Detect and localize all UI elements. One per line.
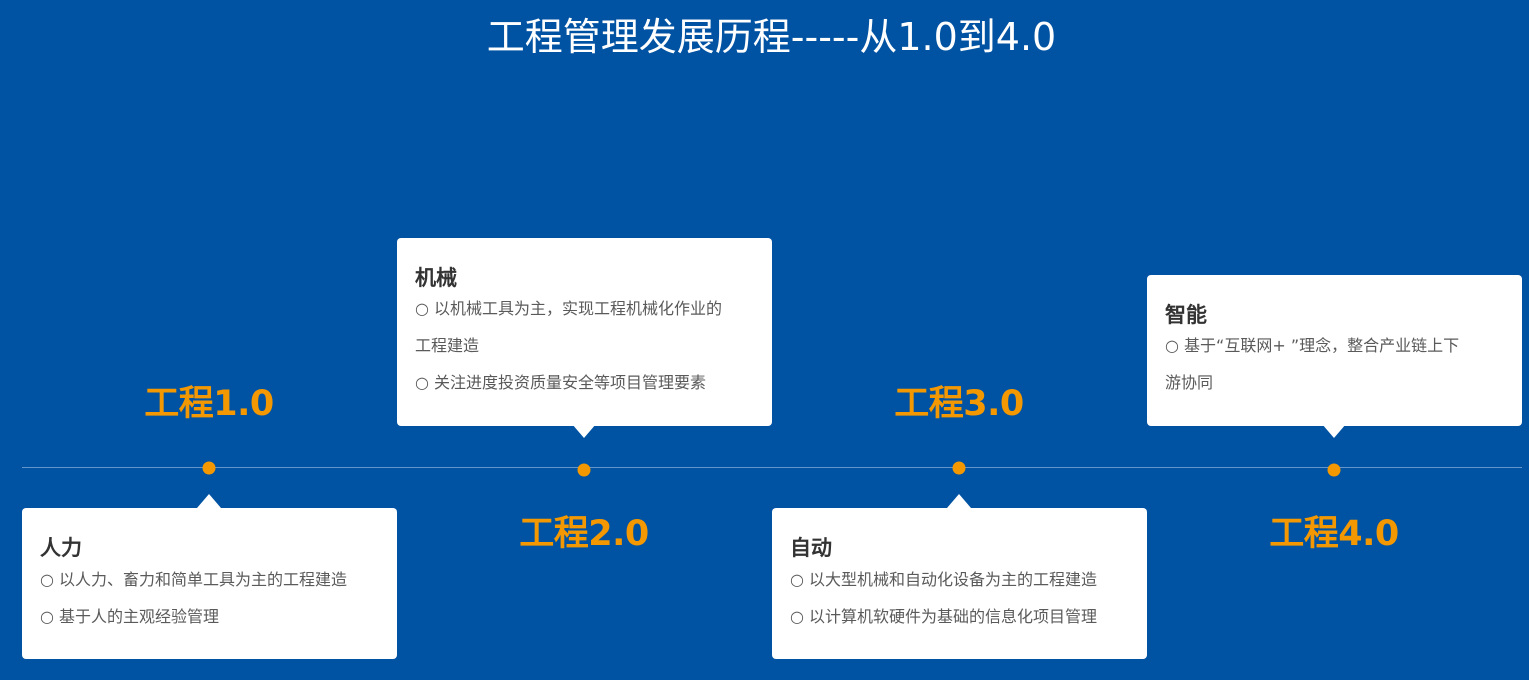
stage-card-4: 智能 ○ 基于“互联网+ ”理念，整合产业链上下 游协同 (1147, 275, 1522, 426)
card-text-3: ○ 以大型机械和自动化设备为主的工程建造 ○ 以计算机软硬件为基础的信息化项目管… (790, 561, 1133, 635)
stage-label-1: 工程1.0 (144, 384, 274, 424)
card-title-2: 机械 (415, 266, 457, 290)
pointer-card-2 (572, 424, 596, 438)
card-item-2-2: 工程建造 (415, 336, 480, 355)
card-item-3-1: ○ 以大型机械和自动化设备为主的工程建造 (790, 570, 1098, 589)
page-title: 工程管理发展历程-----从1.0到4.0 (486, 15, 1057, 59)
timeline-line (22, 467, 1522, 468)
timeline-dot-2 (577, 463, 591, 477)
stage-label-3: 工程3.0 (894, 384, 1024, 424)
card-item-2-3: ○ 关注进度投资质量安全等项目管理要素 (415, 373, 707, 392)
pointer-card-4 (1322, 424, 1346, 438)
card-title-1: 人力 (40, 536, 82, 560)
timeline-dot-3 (952, 461, 966, 475)
stage-card-2: 机械 ○ 以机械工具为主，实现工程机械化作业的 工程建造 ○ 关注进度投资质量安… (397, 238, 772, 426)
timeline-dot-4 (1327, 463, 1341, 477)
card-item-4-2: 游协同 (1165, 373, 1214, 392)
stage-label-2: 工程2.0 (519, 514, 649, 554)
timeline-dot-1 (202, 461, 216, 475)
card-item-4-1: ○ 基于“互联网+ ”理念，整合产业链上下 (1165, 336, 1460, 355)
pointer-card-1 (197, 494, 221, 508)
stage-card-3: 自动 ○ 以大型机械和自动化设备为主的工程建造 ○ 以计算机软硬件为基础的信息化… (772, 508, 1147, 659)
card-text-1: ○ 以人力、畜力和简单工具为主的工程建造 ○ 基于人的主观经验管理 (40, 561, 383, 635)
pointer-card-3 (947, 494, 971, 508)
stage-label-4: 工程4.0 (1269, 514, 1399, 554)
card-item-2-1: ○ 以机械工具为主，实现工程机械化作业的 (415, 299, 723, 318)
card-text-4: ○ 基于“互联网+ ”理念，整合产业链上下 游协同 (1165, 327, 1508, 401)
card-item-1-1: ○ 以人力、畜力和简单工具为主的工程建造 (40, 570, 348, 589)
stage-card-1: 人力 ○ 以人力、畜力和简单工具为主的工程建造 ○ 基于人的主观经验管理 (22, 508, 397, 659)
card-title-4: 智能 (1165, 303, 1207, 327)
card-item-1-2: ○ 基于人的主观经验管理 (40, 607, 220, 626)
card-text-2: ○ 以机械工具为主，实现工程机械化作业的 工程建造 ○ 关注进度投资质量安全等项… (415, 290, 758, 401)
card-title-3: 自动 (790, 536, 832, 560)
card-item-3-2: ○ 以计算机软硬件为基础的信息化项目管理 (790, 607, 1098, 626)
